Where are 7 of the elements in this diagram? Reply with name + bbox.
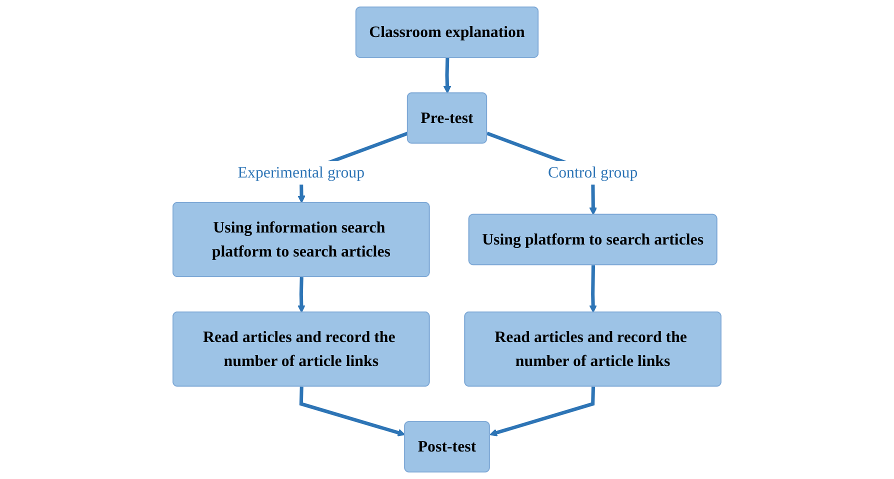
edge-label: Experimental group <box>238 163 365 182</box>
arrow <box>443 58 452 94</box>
edge-label: Control group <box>548 163 638 182</box>
arrow <box>589 265 597 313</box>
arrow <box>490 386 596 436</box>
arrow <box>299 386 406 436</box>
arrow <box>298 277 306 313</box>
